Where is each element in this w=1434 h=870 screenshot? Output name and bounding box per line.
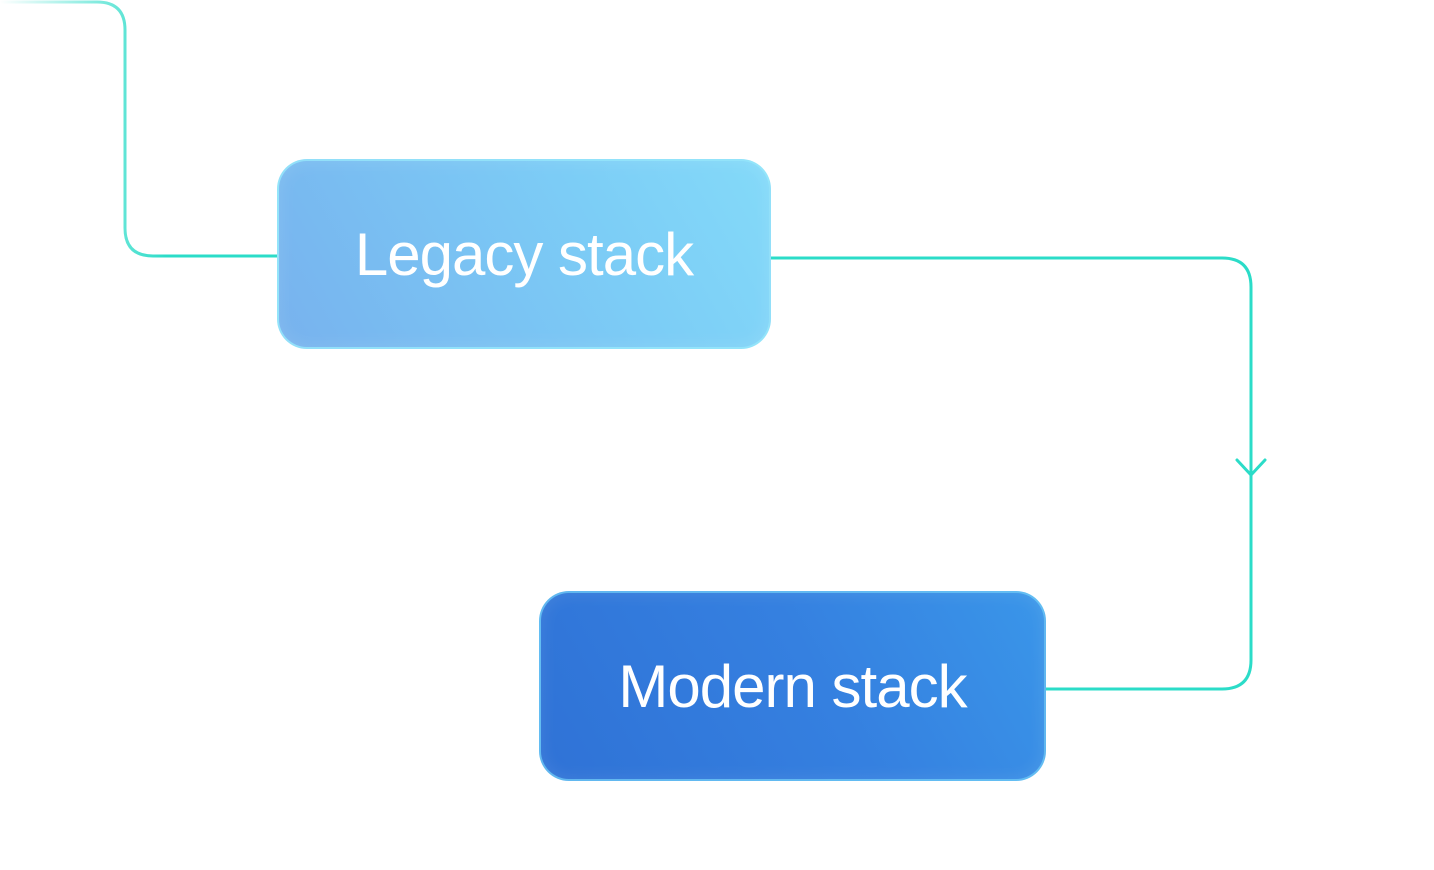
node-modern-stack-label: Modern stack — [618, 652, 967, 720]
node-modern-stack[interactable]: Modern stack — [539, 591, 1046, 781]
node-legacy-stack[interactable]: Legacy stack — [277, 159, 771, 349]
connector-incoming-legacy — [0, 0, 277, 258]
node-legacy-stack-label: Legacy stack — [354, 220, 694, 288]
arrow-down-icon — [1235, 458, 1267, 477]
